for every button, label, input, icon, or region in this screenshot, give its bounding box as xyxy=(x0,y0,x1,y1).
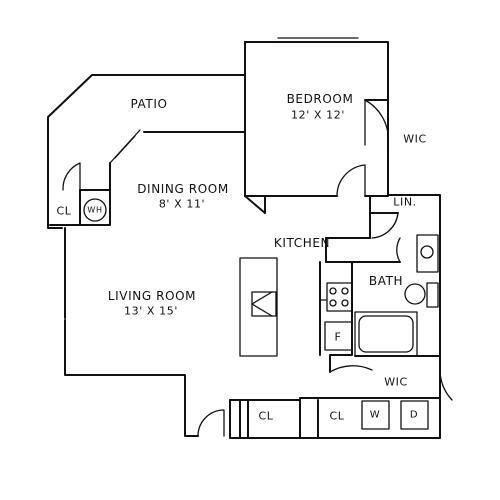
closet-entry-right-label: CL xyxy=(329,409,345,423)
bedroom-size: 12' X 12' xyxy=(291,108,345,122)
closet-entry-left-label: CL xyxy=(258,409,274,423)
living-room-label: LIVING ROOM xyxy=(107,289,197,303)
linen-bath-walls xyxy=(325,195,441,357)
patio-walls xyxy=(49,129,246,226)
bedroom-walls xyxy=(244,41,389,214)
bedroom-label: BEDROOM xyxy=(286,92,354,106)
kitchen-fixtures xyxy=(239,257,353,357)
wic-bedroom-label: WIC xyxy=(403,132,427,146)
bath-wic xyxy=(299,355,453,439)
dining-room-size: 8' X 11' xyxy=(158,197,206,211)
living-room-size: 13' X 15' xyxy=(124,304,178,318)
wic-bath-label: WIC xyxy=(384,375,408,389)
patio-label: PATIO xyxy=(130,97,168,111)
bath-label: BATH xyxy=(368,274,404,288)
dryer-label: D xyxy=(409,409,419,421)
entry-closets xyxy=(197,399,319,439)
dining-room-label: DINING ROOM xyxy=(137,182,229,196)
water-heater-label: WH xyxy=(87,205,103,215)
kitchen-label: KITCHEN xyxy=(273,236,331,250)
linen-label: LIN. xyxy=(393,195,417,209)
closet-wh-label: CL xyxy=(56,204,72,218)
wh-closet xyxy=(62,162,111,226)
washer-label: W xyxy=(369,409,381,421)
fridge-label: F xyxy=(334,330,342,344)
